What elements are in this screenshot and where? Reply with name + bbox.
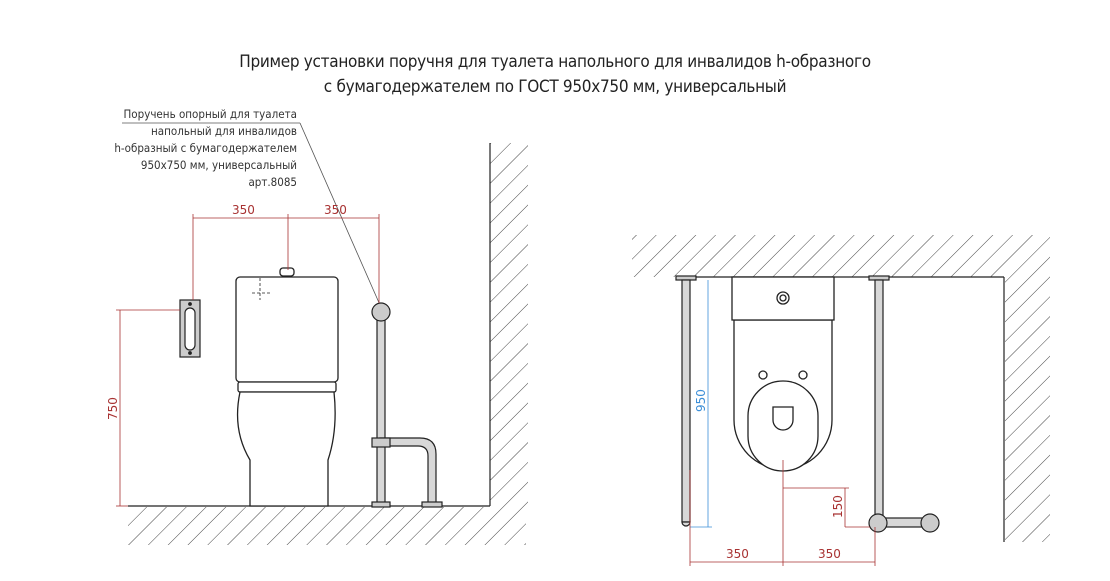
callout-leader [122, 122, 381, 306]
dim-length-950: 950 [694, 389, 708, 412]
dim-left-350: 350 [232, 203, 255, 217]
grab-bar-side [371, 302, 443, 508]
grab-bar-right-top [868, 275, 940, 533]
floor-hatch [128, 507, 526, 545]
side-wall-hatch [1005, 277, 1050, 542]
product-callout: Поручень опорный для туалета напольный д… [114, 106, 297, 191]
toilet-top [731, 276, 835, 472]
callout-line: 950х750 мм, универсальный [140, 158, 297, 172]
toilet-side [235, 267, 339, 507]
top-view: 950 150 350 350 [632, 235, 1050, 566]
wall-hatch [490, 143, 528, 507]
dim-offset-150: 150 [831, 495, 845, 518]
dim-right-350: 350 [324, 203, 347, 217]
callout-line: h-образный с бумагодержателем [114, 141, 297, 155]
dim-left-350-top: 350 [726, 547, 749, 561]
diagram-title-line1: Пример установки поручня для туалета нап… [239, 52, 871, 72]
dim-height-750: 750 [106, 397, 120, 420]
callout-line: арт.8085 [248, 175, 297, 189]
side-dimensions [116, 214, 380, 507]
diagram-title-line2: с бумагодержателем по ГОСТ 950х750 мм, у… [323, 77, 787, 97]
callout-line: напольный для инвалидов [151, 124, 297, 138]
grab-bar-left-top [675, 275, 697, 527]
side-view: 750 350 350 [106, 143, 528, 545]
callout-line: Поручень опорный для туалета [123, 107, 297, 121]
dim-right-350-top: 350 [818, 547, 841, 561]
top-dimensions [689, 280, 876, 566]
paper-holder [179, 299, 201, 358]
back-wall-hatch [632, 235, 1050, 277]
